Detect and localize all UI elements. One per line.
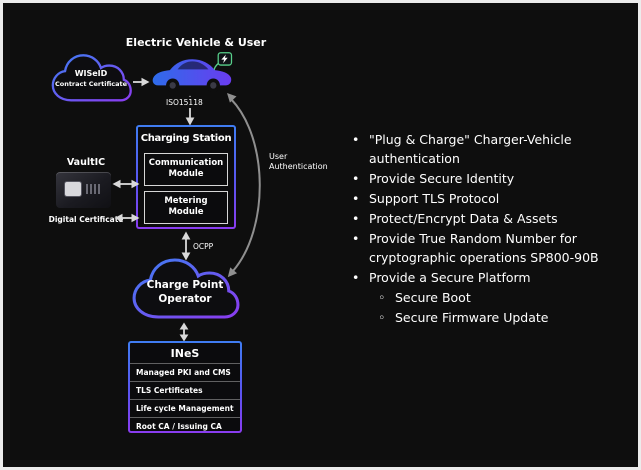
bullet-text: Provide Secure Identity <box>369 171 515 186</box>
ines-box: INeS Managed PKI and CMS TLS Certificate… <box>128 341 242 433</box>
list-item: • Provide Secure Identity <box>352 169 604 188</box>
bullet-text: Provide True Random Number for cryptogra… <box>369 231 599 265</box>
communication-module-box: Communication Module <box>144 153 228 186</box>
bullet-text: "Plug & Charge" Charger-Vehicle authenti… <box>369 132 572 166</box>
list-item: • "Plug & Charge" Charger-Vehicle authen… <box>352 130 604 168</box>
bullet-icon: • <box>352 171 360 186</box>
bullet-text: Secure Firmware Update <box>395 310 549 325</box>
ev-user-heading: Electric Vehicle & User <box>125 36 267 49</box>
ines-title: INeS <box>170 347 200 360</box>
user-authentication-arrow-icon <box>225 89 271 285</box>
electric-vehicle-icon <box>151 52 235 97</box>
iso15118-label: ISO15118 <box>164 97 205 108</box>
wiseid-label-line1: WISeID <box>74 69 108 78</box>
vaultic-label: VaultIC <box>66 157 106 168</box>
list-item: ◦ Secure Firmware Update <box>352 308 604 327</box>
list-item: • Support TLS Protocol <box>352 189 604 208</box>
ines-item: TLS Certificates <box>130 381 240 399</box>
user-authentication-label-line2: Authentication <box>269 162 328 172</box>
bullet-text: Secure Boot <box>395 290 471 305</box>
cpo-label-line1: Charge Point <box>146 279 224 291</box>
user-authentication-label: User Authentication <box>269 152 341 173</box>
chip-die <box>65 182 81 196</box>
user-authentication-label-line1: User <box>269 152 288 161</box>
arrow-cpo-to-ines-icon <box>178 322 190 346</box>
bullet-icon: • <box>352 270 360 285</box>
list-item: ◦ Secure Boot <box>352 288 604 307</box>
wiseid-cloud-icon <box>49 53 133 105</box>
metering-module-box: Metering Module <box>144 190 228 224</box>
arrow-wiseid-to-ev-icon <box>132 72 150 91</box>
charging-station-title: Charging Station <box>140 133 232 144</box>
ines-item: Managed PKI and CMS <box>130 363 240 381</box>
bullet-icon: • <box>352 132 360 147</box>
cpo-cloud-icon <box>129 257 241 323</box>
arrow-certificate-to-metering-icon <box>114 208 140 227</box>
cpo-cloud-label: Charge Point Operator <box>129 279 241 306</box>
bullet-icon: • <box>352 211 360 226</box>
chip-pins <box>86 184 102 194</box>
digital-certificate-label: Digital Certificate <box>48 215 124 224</box>
arrow-vaultic-to-communication-icon <box>112 174 140 193</box>
list-item: • Protect/Encrypt Data & Assets <box>352 209 604 228</box>
wiseid-label-line2: Contract Certificate <box>54 79 128 88</box>
key-points-list: • "Plug & Charge" Charger-Vehicle authen… <box>352 130 604 328</box>
bullet-icon: ◦ <box>378 310 386 325</box>
bullet-text: Support TLS Protocol <box>369 191 500 206</box>
ocpp-label: OCPP <box>191 241 216 252</box>
wiseid-cloud-label: WISeID Contract Certificate <box>49 69 133 89</box>
list-item: • Provide True Random Number for cryptog… <box>352 229 604 267</box>
cpo-label-line2: Operator <box>158 292 212 305</box>
list-item: • Provide a Secure Platform <box>352 268 604 287</box>
bullet-icon: ◦ <box>378 290 386 305</box>
bullet-text: Provide a Secure Platform <box>369 270 531 285</box>
bullet-icon: • <box>352 191 360 206</box>
vaultic-chip-image <box>56 172 111 208</box>
ines-item: Life cycle Management <box>130 399 240 417</box>
bullet-text: Protect/Encrypt Data & Assets <box>369 211 558 226</box>
arrow-station-to-cpo-icon <box>180 231 192 265</box>
ines-item: Root CA / Issuing CA <box>130 417 240 431</box>
bullet-icon: • <box>352 231 360 246</box>
charging-station-box: Charging Station Communication Module Me… <box>136 125 236 229</box>
